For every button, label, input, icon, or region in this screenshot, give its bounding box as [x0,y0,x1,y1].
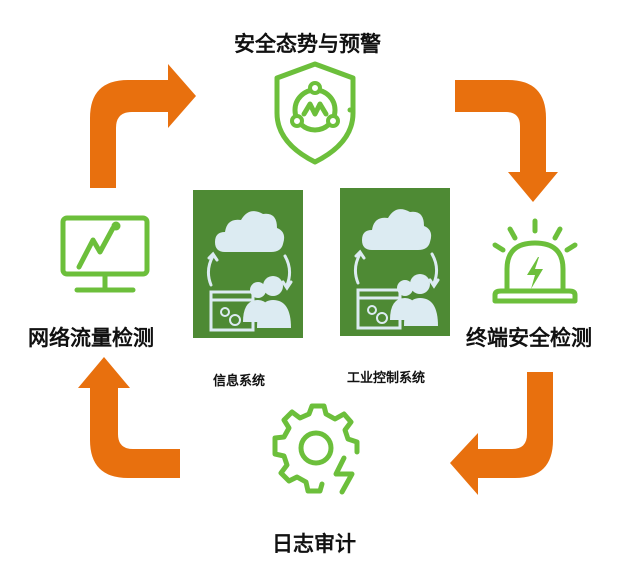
panel-label-industrial-control-system: 工业控制系统 [347,371,426,386]
arrow-right-to-bottom [450,372,553,495]
panel-label-information-system: 信息系统 [213,374,266,389]
arrow-left-to-top [90,64,196,188]
node-label-endpoint-security: 终端安全检测 [466,326,592,350]
panel-information-system [193,190,303,338]
panel-industrial-control-system [340,188,450,336]
node-label-network-traffic: 网络流量检测 [28,326,154,350]
node-label-log-audit: 日志审计 [272,532,356,556]
node-label-security-posture: 安全态势与预警 [234,32,381,56]
arrow-bottom-to-left [78,357,180,478]
arrow-top-to-right [455,80,558,202]
alarm-siren-icon [492,218,578,304]
cloud-users-icon [353,209,440,330]
shield-network-icon [274,61,356,165]
gear-lightning-icon [272,403,360,495]
cloud-users-icon [206,211,293,332]
monitor-chart-icon [60,215,150,293]
